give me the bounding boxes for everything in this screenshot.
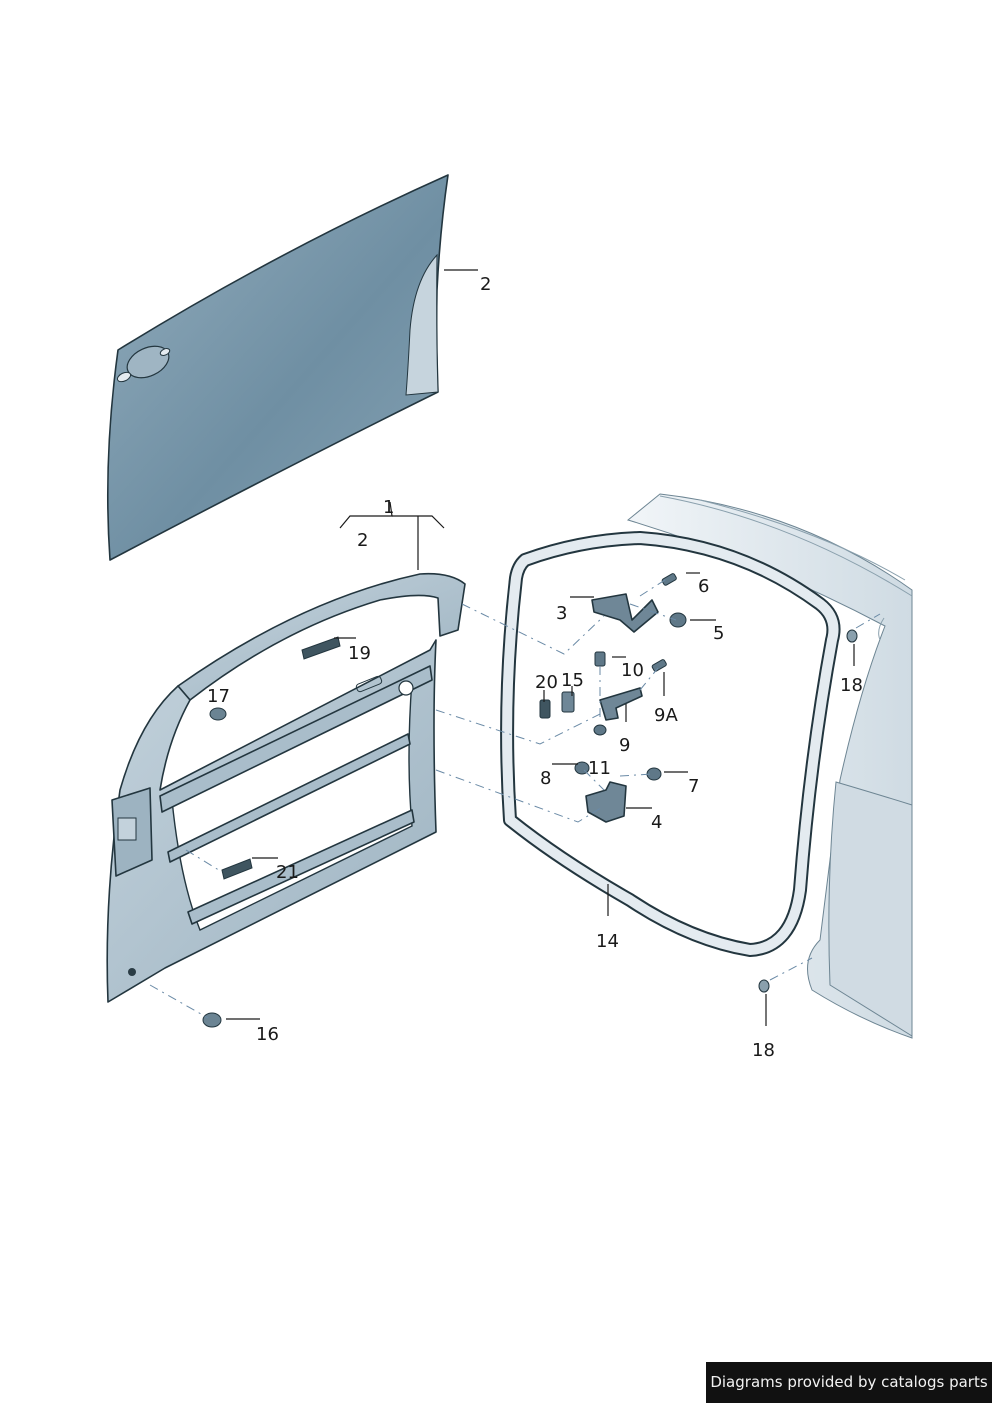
door-frame: [106, 572, 466, 1003]
callout-6: 6: [698, 576, 709, 597]
cover-20: [539, 699, 551, 719]
callout-9: 9: [619, 735, 630, 756]
assembly-lines: [149, 577, 881, 1019]
label-plate-19: [301, 636, 341, 660]
plug-17: [209, 707, 227, 721]
nut-5: [669, 612, 687, 628]
outer-door-panel: [106, 174, 449, 561]
callout-10: 10: [621, 660, 644, 681]
callout-14: 14: [596, 931, 619, 952]
bolt-6: [661, 573, 677, 586]
callout-21: 21: [276, 862, 299, 883]
callout-18-lower: 18: [752, 1040, 775, 1061]
callout-3: 3: [556, 603, 567, 624]
callout-2-frame: 2: [357, 530, 368, 551]
callout-19: 19: [348, 643, 371, 664]
callout-7: 7: [688, 776, 699, 797]
grommet-18-lower: [758, 979, 770, 993]
label-plate-21: [221, 858, 253, 880]
callout-15: 15: [561, 670, 584, 691]
grommet-18-upper: [846, 629, 858, 643]
vehicle-body-side: [626, 493, 913, 1039]
callout-20: 20: [535, 672, 558, 693]
callout-4: 4: [651, 812, 662, 833]
credit-banner: Diagrams provided by catalogs parts: [706, 1362, 992, 1403]
callout-9a: 9A: [654, 705, 678, 726]
callout-5: 5: [713, 623, 724, 644]
callout-2-panel: 2: [480, 274, 491, 295]
lower-hinge-4: [585, 781, 627, 823]
callout-labels: 2 1 2 19 17 21 16 3 6 5 10 20 15 9A 9 8 …: [207, 274, 863, 1061]
check-strap-9: [599, 687, 643, 721]
nut-9-lower: [593, 724, 607, 736]
bracket-15: [561, 691, 575, 713]
callout-18-upper: 18: [840, 675, 863, 696]
bolt-10: [594, 651, 606, 667]
door-seal-ring: [500, 531, 841, 957]
callout-1: 1: [383, 497, 394, 518]
callout-11: 11: [588, 758, 611, 779]
callout-16: 16: [256, 1024, 279, 1045]
plug-16: [202, 1012, 222, 1028]
bolt-9a: [651, 659, 667, 672]
upper-hinge-3: [591, 593, 659, 633]
leader-lines: [226, 269, 855, 1026]
callout-17: 17: [207, 686, 230, 707]
callout-8: 8: [540, 768, 551, 789]
